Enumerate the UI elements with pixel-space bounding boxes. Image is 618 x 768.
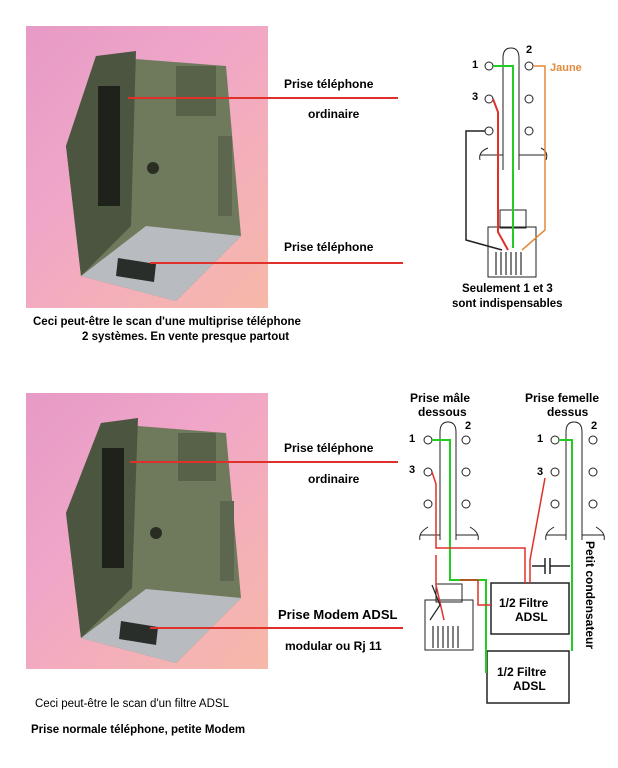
male-pin-2: 2 [465, 420, 472, 432]
top-wire-dark [465, 130, 503, 251]
femelle-title-1: Prise femelle [525, 391, 600, 405]
female-pin-3: 3 [537, 466, 544, 478]
bottom-caption-line2: Prise normale téléphone, petite Modem [31, 724, 246, 736]
top-pin-1: 1 [472, 59, 479, 71]
top-wire-red [492, 98, 509, 251]
top-note-line2: sont indispensables [452, 298, 563, 310]
femelle-title-2: dessus [547, 405, 589, 419]
top-plug-pins [495, 252, 522, 275]
top-pin-3: 3 [472, 91, 479, 103]
capacitor-label: Petit condensateur [583, 541, 597, 650]
bottom-label-modular: modular ou Rj 11 [285, 639, 382, 653]
multiprise-device-illustration [66, 51, 241, 301]
bottom-label-modem: Prise Modem ADSL [278, 607, 398, 622]
filter-box-2 [486, 650, 570, 704]
top-label-prise-ordinaire: Prise téléphone [284, 77, 374, 91]
filter2-line1: 1/2 Filtre [497, 665, 547, 679]
top-screws [484, 61, 534, 136]
top-caption-line1: Ceci peut-être le scan d'une multiprise … [33, 316, 301, 328]
top-wire-orange [521, 65, 546, 251]
filter1-line2: ADSL [515, 610, 548, 624]
top-caption-line2: 2 systèmes. En vente presque partout [82, 331, 290, 343]
filtre-device-illustration [66, 418, 241, 663]
top-label-prise: Prise téléphone [284, 240, 374, 254]
male-title-2: dessous [418, 405, 467, 419]
bottom-female-screws [550, 435, 598, 509]
bottom-label-ordinaire: ordinaire [308, 472, 360, 486]
top-label-jaune: Jaune [550, 62, 582, 74]
capacitor [532, 558, 570, 574]
bottom-wire-dark-plug [429, 584, 441, 621]
male-pin-1: 1 [409, 433, 416, 445]
male-pin-3: 3 [409, 464, 416, 476]
male-title-1: Prise mâle [410, 391, 471, 405]
bottom-wire-green-female [559, 439, 573, 651]
filter-box-1 [490, 582, 570, 635]
bottom-male-screws [423, 435, 471, 509]
top-label-ordinaire: ordinaire [308, 107, 360, 121]
female-pin-1: 1 [537, 433, 544, 445]
bottom-wire-red-plug [435, 555, 445, 621]
bottom-label-prise-ordinaire: Prise téléphone [284, 441, 374, 455]
bottom-wire-red-male [431, 471, 526, 583]
top-note-line1: Seulement 1 et 3 [462, 283, 553, 295]
photo-multiprise [26, 26, 268, 308]
top-wire-green [493, 65, 514, 248]
bottom-wire-red-female [529, 477, 546, 583]
filter2-line2: ADSL [513, 679, 546, 693]
female-pin-2: 2 [591, 420, 598, 432]
bottom-plug-pins [432, 626, 459, 648]
photo-filtre-adsl [26, 393, 268, 669]
bottom-male-connector [419, 421, 479, 651]
bottom-caption-line1: Ceci peut-être le scan d'un filtre ADSL [35, 698, 229, 710]
bottom-female-connector [545, 421, 605, 541]
top-pin-2: 2 [526, 44, 533, 56]
top-connector [479, 47, 548, 278]
filter1-line1: 1/2 Filtre [499, 596, 549, 610]
bottom-wire-red-filter [460, 579, 491, 606]
